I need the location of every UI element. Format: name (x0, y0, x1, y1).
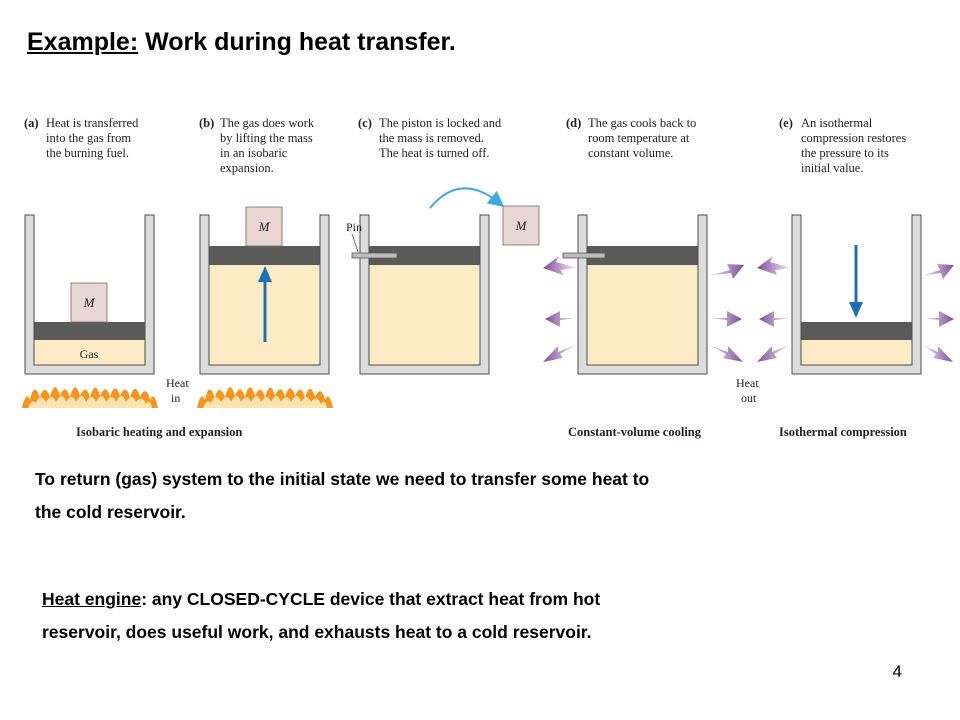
caption-e: (e) An isothermal compression restores t… (779, 116, 906, 175)
gas-label: Gas (80, 347, 99, 361)
cylinder-e (757, 214, 954, 375)
heat-out-arrow-d-left-top-icon (543, 256, 578, 275)
caption-d-line1: The gas cools back to (588, 116, 696, 130)
heat-out-arrow-e-left-bottom-icon (757, 344, 792, 362)
caption-d-line2: room temperature at (588, 131, 690, 145)
caption-e-line2: compression restores (801, 131, 906, 145)
caption-a-line2: into the gas from (46, 131, 131, 145)
pin-c-icon (351, 252, 398, 259)
gas-d (587, 265, 698, 365)
gas-e (801, 340, 912, 365)
heat-engine-line1: : any CLOSED-CYCLE device that extract h… (141, 589, 601, 609)
pin-d-icon (562, 252, 606, 259)
mass-label-b: M (258, 219, 271, 234)
gas-c (369, 265, 480, 365)
piston-a (34, 322, 145, 340)
heat-out-label-line2: out (741, 391, 757, 405)
slide-title: Example: Work during heat transfer. (27, 28, 456, 57)
caption-e-line1: An isothermal (801, 116, 873, 130)
title-term: Example: (27, 28, 139, 56)
heat-out-arrow-e-left-mid-icon (759, 311, 792, 327)
caption-a-line1: Heat is transferred (46, 116, 139, 130)
up-arrow-icon (258, 266, 272, 282)
title-rest: Work during heat transfer. (138, 28, 456, 56)
return-paragraph-line2: the cold reservoir. (35, 502, 186, 522)
piston-e (801, 322, 912, 340)
caption-a: (a) Heat is transferred into the gas fro… (24, 116, 139, 160)
cylinder-wall-e (791, 214, 922, 375)
heat-engine-term: Heat engine (42, 589, 142, 609)
cylinder-c: Pin M (346, 187, 540, 375)
heat-out-arrow-d-right-mid-icon (707, 311, 742, 327)
heat-transfer-diagram: (a) Heat is transferred into the gas fro… (22, 116, 954, 439)
heat-in-label-line2: in (171, 391, 180, 405)
caption-b-line4: expansion. (220, 161, 274, 175)
heat-out-arrow-d-left-bottom-icon (543, 344, 578, 362)
mass-b (245, 206, 283, 247)
heat-out-arrow-d-left-mid-icon (545, 311, 578, 327)
caption-d: (d) The gas cools back to room temperatu… (566, 116, 696, 160)
caption-c-line1: The piston is locked and (379, 116, 502, 130)
caption-d-line3: constant volume. (588, 146, 673, 160)
heat-engine-line2: reservoir, does useful work, and exhaust… (42, 622, 592, 642)
caption-b-line2: by lifting the mass (220, 131, 313, 145)
pin-leader (351, 233, 359, 253)
cylinder-wall-d (577, 214, 708, 375)
flames-a-inner-icon (28, 396, 152, 408)
caption-e-letter: (e) (779, 116, 793, 130)
caption-e-line3: the pressure to its (801, 146, 889, 160)
heat-out-arrow-d-right-top-icon (707, 264, 744, 279)
process-label-isobaric: Isobaric heating and expansion (76, 425, 242, 439)
caption-b: (b) The gas does work by lifting the mas… (199, 116, 315, 175)
caption-c: (c) The piston is locked and the mass is… (358, 116, 502, 160)
page-number: 4 (892, 662, 902, 681)
heat-out-arrow-e-right-mid-icon (921, 311, 954, 327)
heat-out-label-line1: Heat (736, 376, 759, 390)
down-arrow-icon (849, 302, 863, 318)
mass-a (70, 282, 108, 323)
caption-c-line3: The heat is turned off. (379, 146, 490, 160)
cylinder-wall-b (199, 214, 330, 375)
heat-engine-definition: Heat engine: any CLOSED-CYCLE device tha… (42, 583, 922, 649)
cylinder-b: M (197, 206, 333, 408)
mass-c (502, 205, 540, 246)
caption-a-line3: the burning fuel. (46, 146, 129, 160)
heat-out-arrow-e-right-bottom-icon (921, 344, 953, 362)
piston-d (587, 246, 698, 265)
cylinder-wall-c (359, 214, 490, 375)
mass-label-c: M (515, 218, 528, 233)
heat-out-arrow-d-right-bottom-icon (707, 344, 743, 362)
cylinder-a: Gas M (22, 214, 158, 408)
piston-c (369, 246, 480, 265)
return-paragraph: To return (gas) system to the initial st… (35, 463, 915, 529)
flames-b-inner-icon (203, 396, 327, 408)
return-paragraph-line1: To return (gas) system to the initial st… (35, 469, 650, 489)
caption-a-letter: (a) (24, 116, 39, 130)
caption-b-line1: The gas does work (220, 116, 315, 130)
mass-label-a: M (83, 295, 96, 310)
pin-label: Pin (346, 220, 362, 234)
heat-out-arrow-e-right-top-icon (921, 264, 954, 279)
caption-b-letter: (b) (199, 116, 214, 130)
heat-in-label-line1: Heat (166, 376, 189, 390)
mass-removal-arrow-icon (429, 187, 505, 209)
cylinder-wall-a (24, 214, 155, 375)
caption-e-line4: initial value. (801, 161, 863, 175)
gas-a (34, 340, 145, 365)
caption-c-letter: (c) (358, 116, 372, 130)
process-label-isothermal: Isothermal compression (779, 425, 907, 439)
heat-out-arrow-e-left-top-icon (757, 256, 792, 275)
caption-c-line2: the mass is removed. (379, 131, 484, 145)
process-label-constant-volume: Constant-volume cooling (568, 425, 702, 439)
caption-d-letter: (d) (566, 116, 581, 130)
cylinder-d (543, 214, 744, 375)
piston-b (209, 246, 320, 265)
caption-b-line3: in an isobaric (220, 146, 288, 160)
